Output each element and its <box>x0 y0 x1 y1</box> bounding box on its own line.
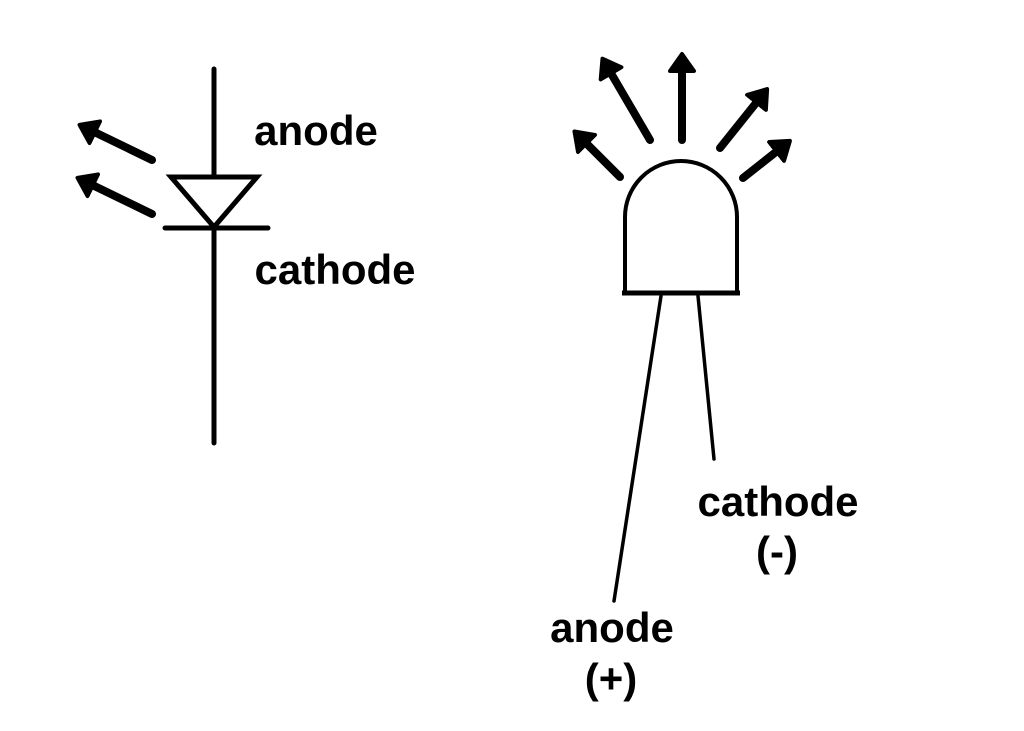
light-ray-arrow-icon <box>716 87 770 152</box>
light-ray-arrow-icon <box>75 172 156 218</box>
led-physical-symbol <box>572 52 792 603</box>
light-ray-arrow-icon <box>572 129 624 181</box>
physical-cathode-polarity-label: (-) <box>756 528 798 575</box>
physical-cathode-label: cathode <box>697 478 859 525</box>
led-dome <box>623 159 739 293</box>
schematic-cathode-label: cathode <box>254 246 416 293</box>
physical-anode-polarity-label: (+) <box>584 655 638 702</box>
diode-triangle <box>165 174 263 231</box>
light-ray-arrow-icon <box>77 119 156 164</box>
physical-anode-label: anode <box>550 604 674 651</box>
anode-leg-line <box>612 294 663 603</box>
light-ray-arrow-icon <box>598 56 654 144</box>
light-ray-arrow-icon <box>739 138 792 182</box>
schematic-anode-label: anode <box>254 107 378 154</box>
cathode-leg-line <box>696 294 716 461</box>
led-schematic-symbol <box>75 66 271 446</box>
